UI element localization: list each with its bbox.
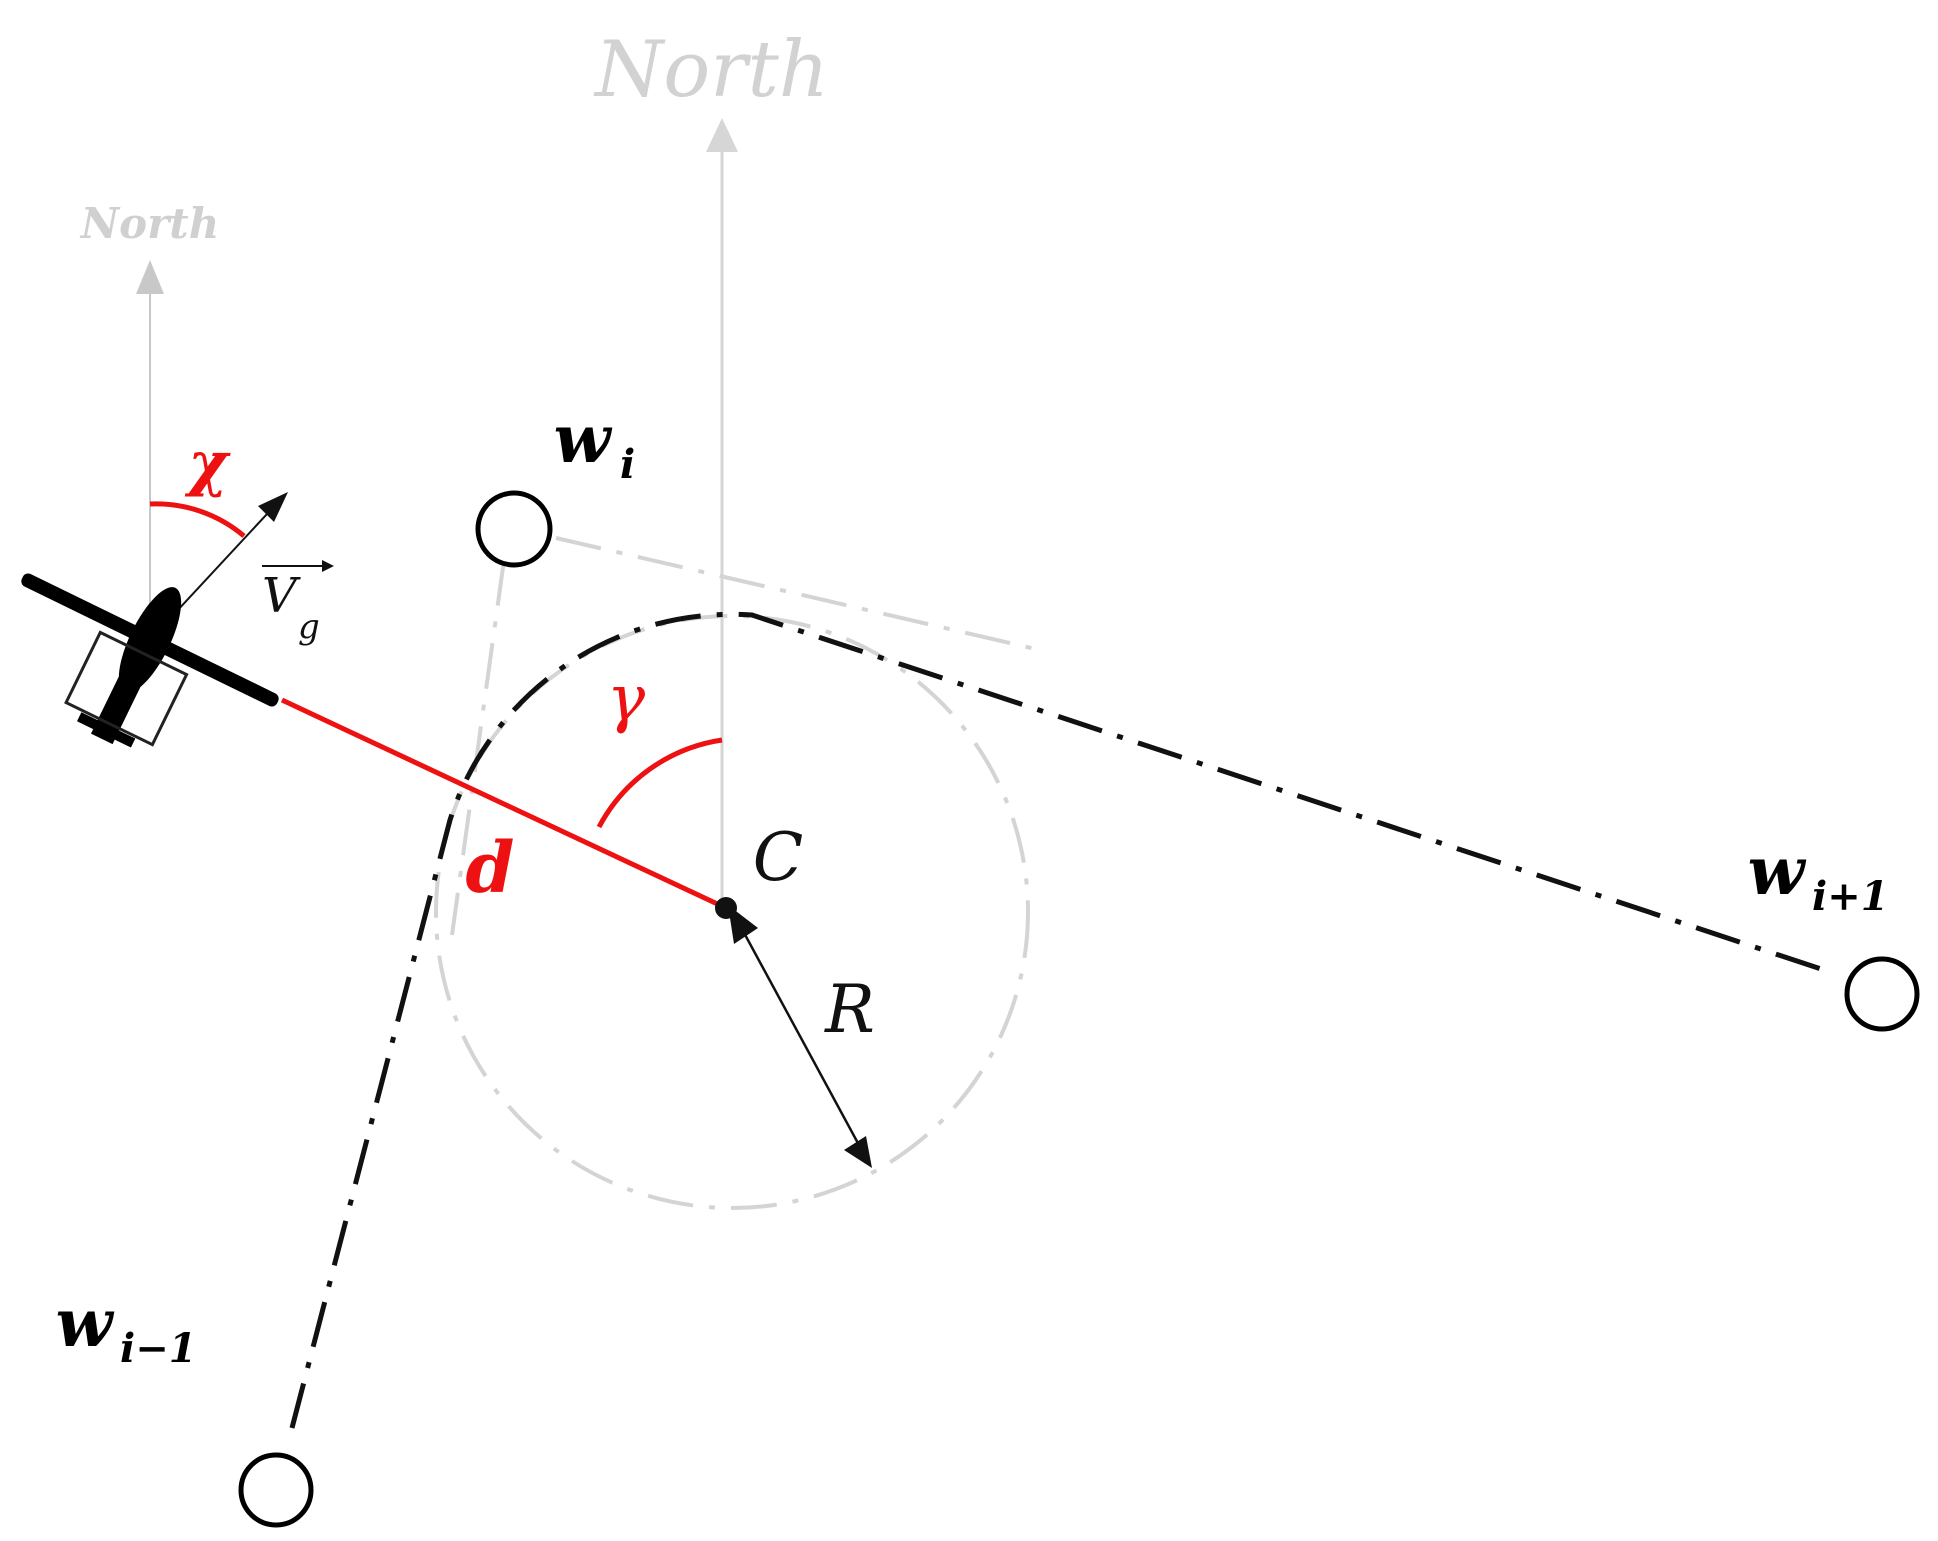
velocity-overarrow-head (322, 560, 334, 572)
north-arrow-large-head (706, 118, 738, 152)
waypoint-wi-minus-1[interactable] (238, 1452, 314, 1528)
waypoint-wi-label: w (554, 400, 613, 478)
radius-label: R (824, 971, 875, 1048)
waypoint-wi-plus-1-label: w (1748, 832, 1807, 910)
waypoint-wi-plus-1[interactable] (1844, 956, 1920, 1032)
velocity-arrow-head (258, 492, 288, 522)
distance-line (280, 697, 728, 911)
radius-arrow (734, 917, 868, 1159)
velocity-label: V (262, 568, 301, 624)
chi-label: χ (184, 429, 231, 499)
center-point (715, 897, 737, 919)
waypoint-wi-minus-1-label-sub: i−1 (120, 1325, 197, 1372)
turn-circle-guide (434, 614, 1030, 1210)
north-arrow-small-head (136, 260, 164, 294)
waypoint-wi-plus-1-label-sub: i+1 (1812, 873, 1889, 920)
gamma-label: γ (607, 662, 646, 736)
waypoint-wi[interactable] (475, 490, 553, 568)
velocity-subscript: g (298, 607, 320, 647)
north-label-small: North (79, 199, 219, 248)
waypoint-wi-minus-1-label: w (56, 1284, 115, 1362)
waypoint-wi-label-sub: i (620, 441, 635, 488)
distance-label: d (466, 826, 515, 909)
chi-arc (149, 501, 246, 538)
guide-line-wi-left (450, 559, 506, 936)
center-label: C (753, 819, 804, 896)
gamma-arc (596, 737, 723, 829)
radius-arrow-head-top (728, 905, 758, 944)
north-label-large: North (593, 25, 829, 115)
radius-arrow-head-bottom (844, 1136, 872, 1168)
aircraft-icon (21, 573, 279, 748)
flight-path (289, 611, 1831, 1429)
